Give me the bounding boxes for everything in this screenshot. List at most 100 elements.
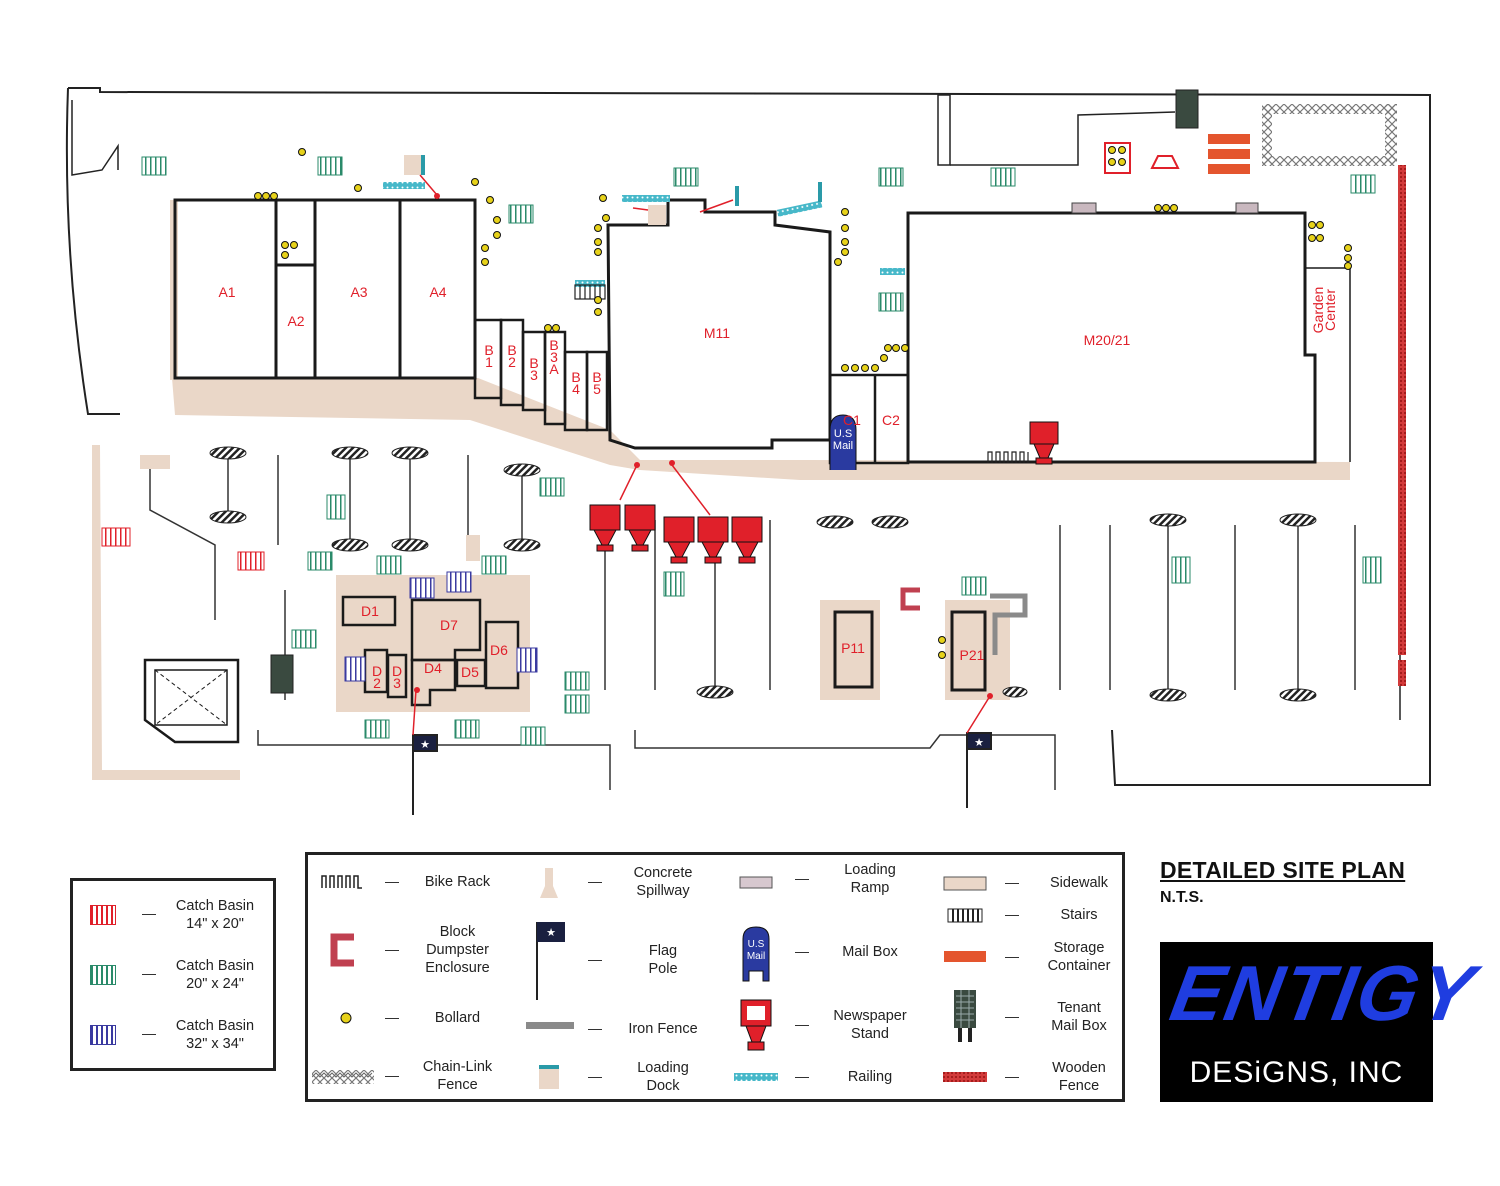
legend-dash: — [795, 1068, 809, 1084]
legend-label: Loading Ramp [844, 862, 896, 896]
unit-d6: D6 [490, 642, 508, 658]
logo-subtitle: DESiGNS, INC [1160, 1046, 1433, 1100]
catch-basin-legend [70, 878, 276, 1071]
catch-basin-label: Catch Basin 32" x 34" [175, 1018, 255, 1052]
catch-basin-label: Catch Basin 20" x 24" [175, 958, 255, 992]
storage-container-icon [944, 951, 986, 962]
legend-dash: — [142, 965, 156, 981]
block-dumpster-icon [330, 933, 354, 967]
us-mailbox-map [829, 414, 857, 470]
catch-basin-icon [90, 1025, 116, 1045]
svg-text:★: ★ [546, 927, 556, 939]
unit-m2021: M20/21 [1084, 332, 1131, 348]
building-d [341, 595, 520, 707]
legend-label: Flag Pole [648, 943, 678, 977]
unit-p21: P21 [960, 647, 985, 663]
svg-text:U.S: U.S [748, 939, 765, 950]
iron-fence-icon [526, 1022, 574, 1029]
building-b [473, 318, 609, 432]
legend-dash: — [142, 905, 156, 921]
iron-fence [990, 593, 1028, 655]
company-logo: ENTIGY DESiGNS, INC [1160, 942, 1482, 1102]
legend-label: Iron Fence [628, 1021, 698, 1037]
bollard-icon [340, 1012, 352, 1024]
legend-dash: — [795, 943, 809, 959]
chain-link-fence [1262, 104, 1397, 114]
dumpster-enclosure [900, 587, 920, 611]
legend-label: Mail Box [842, 944, 898, 960]
legend-dash: — [795, 870, 809, 886]
legend-label: Storage Container [1047, 940, 1111, 974]
flag-pole-icon: ★ [536, 922, 565, 1000]
legend-label: Sidewalk [1049, 875, 1109, 891]
building-a [173, 198, 477, 380]
legend-label: Loading Dock [637, 1060, 689, 1094]
chain-link-fence-icon [312, 1070, 374, 1084]
legend-label: Bollard [434, 1010, 481, 1026]
concrete-spillway-icon [540, 868, 558, 898]
building-m11 [606, 198, 832, 450]
catch-basins-green [141, 156, 1382, 746]
legend-dash: — [1005, 906, 1019, 922]
page-title: DETAILED SITE PLAN [1160, 857, 1406, 883]
logo-word: ENTIGY [1164, 949, 1483, 1037]
loading-ramp [1235, 202, 1259, 214]
loading-docks [140, 155, 822, 561]
catch-basins-blue [344, 571, 538, 682]
newspaper-stand-icon [740, 999, 772, 1051]
legend-dash: — [588, 1068, 602, 1084]
legend-dash: — [795, 1016, 809, 1032]
railing-icon [734, 1073, 778, 1081]
legend-dash: — [385, 941, 399, 957]
flag-poles [412, 732, 992, 815]
legend-label: Stairs [1060, 907, 1098, 923]
railings [383, 182, 905, 287]
legend-dash: — [588, 1020, 602, 1036]
legend-dash: — [1005, 948, 1019, 964]
legend-label: Railing [847, 1069, 893, 1085]
building-p21 [950, 610, 987, 692]
newspaper-stands [589, 421, 1059, 564]
loading-ramp [1071, 202, 1097, 214]
catch-basin-icon [90, 905, 116, 925]
sidewalk-icon [943, 876, 987, 891]
bollards [254, 146, 1352, 659]
parking-islands [149, 455, 1356, 790]
loading-dock-icon [539, 1065, 559, 1089]
main-legend [305, 852, 1125, 1102]
svg-text:★: ★ [420, 739, 430, 751]
legend-dash: — [385, 1067, 399, 1083]
unit-c2: C2 [882, 412, 900, 428]
building-p11 [833, 610, 874, 689]
legend-dash: — [1005, 1008, 1019, 1024]
legend-label: Newspaper Stand [833, 1008, 907, 1042]
legend-label: Block Dumpster Enclosure [425, 924, 490, 976]
tenant-mailbox-icon [954, 990, 976, 1042]
legend-dash: — [385, 873, 399, 889]
unit-labels: A1 A2 A3 A4 M11 M20/21 C1 C2 D1 D7 D6 D4… [218, 284, 1130, 680]
svg-text:Mail: Mail [747, 951, 765, 962]
unit-m11: M11 [704, 325, 730, 341]
tenant-mailboxes [270, 89, 1199, 694]
dumpster-x-box [143, 658, 240, 744]
stairs [574, 284, 606, 300]
svg-text:★: ★ [974, 737, 984, 749]
unit-c1: C1 [843, 412, 861, 428]
legend-label: Wooden Fence [1052, 1060, 1106, 1094]
catch-basin-label: Catch Basin 14" x 20" [175, 898, 255, 932]
legend-dash: — [1005, 1068, 1019, 1084]
legend-dash: — [588, 873, 602, 889]
unit-d7: D7 [440, 617, 458, 633]
wooden-fence-icon [943, 1072, 987, 1082]
parking-markers [209, 446, 1317, 702]
loading-ramp-icon [739, 876, 773, 889]
unit-d5: D5 [461, 664, 479, 680]
unit-a3: A3 [350, 284, 367, 300]
